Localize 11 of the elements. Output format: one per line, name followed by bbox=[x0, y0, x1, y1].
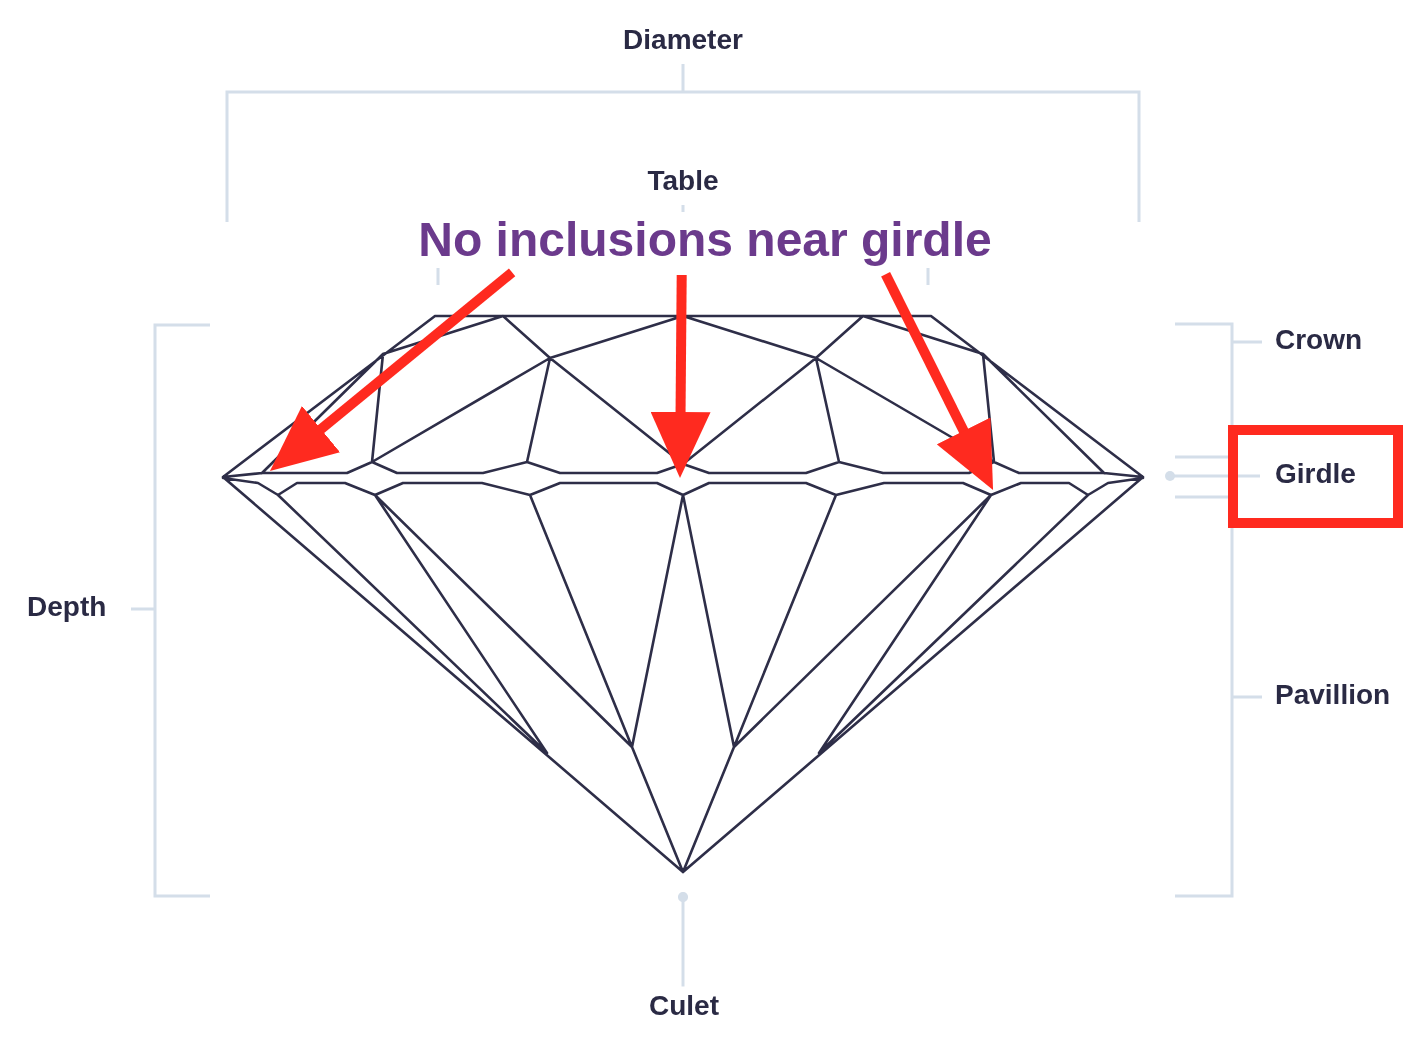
part-label: Girdle bbox=[1275, 457, 1356, 490]
part-label: Table bbox=[647, 165, 719, 197]
leader-line bbox=[677, 891, 689, 987]
arrow bbox=[881, 272, 994, 490]
part-label: Culet bbox=[649, 990, 719, 1022]
part-label: Crown bbox=[1275, 324, 1363, 356]
part-label: Depth bbox=[27, 591, 107, 623]
highlight-frame bbox=[1228, 425, 1403, 528]
part-label: Pavillion bbox=[1275, 679, 1391, 711]
arrow bbox=[269, 268, 516, 471]
part-label: Diameter bbox=[623, 24, 743, 56]
